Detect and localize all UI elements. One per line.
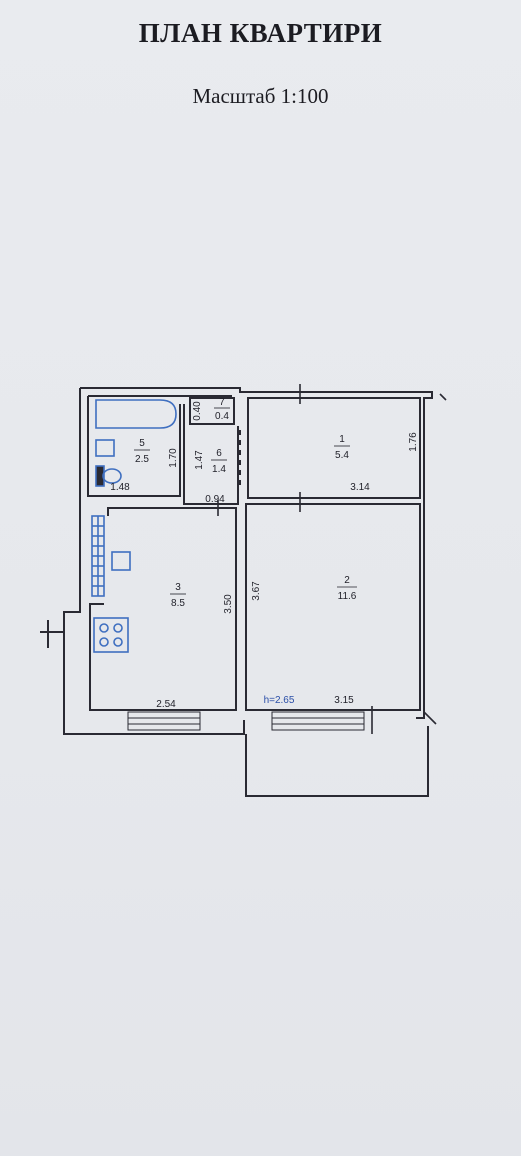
door-tick xyxy=(423,711,437,725)
ceiling-height-label: h=2.65 xyxy=(264,695,295,706)
door-marks xyxy=(217,384,447,734)
dim-1-47: 1.47 xyxy=(194,450,205,470)
dim-1-76: 1.76 xyxy=(408,432,419,452)
kitchen-sink-icon xyxy=(111,551,131,571)
room-1-number: 1 xyxy=(339,434,345,445)
room-labels: 1 5.4 2 11.6 3 8.5 5 2.5 6 1.4 7 0.4 xyxy=(134,397,357,609)
dim-0-94: 0.94 xyxy=(205,494,225,505)
room-7-outline xyxy=(189,397,235,425)
outer-wall-left xyxy=(63,388,245,735)
dim-3-67: 3.67 xyxy=(251,581,262,601)
room-3-outline xyxy=(89,507,237,711)
windows xyxy=(127,711,365,731)
room-2-outline xyxy=(245,503,421,711)
room-7-number: 7 xyxy=(219,397,225,408)
toilet-tank-icon xyxy=(95,465,105,487)
toilet-bowl-icon xyxy=(102,468,122,484)
outer-wall-top-right xyxy=(80,387,433,719)
room-7-area: 0.4 xyxy=(215,411,229,422)
scale-caption: Масштаб 1:100 xyxy=(192,84,329,108)
room-5-area: 2.5 xyxy=(135,454,149,465)
stove-icon xyxy=(93,617,129,653)
dim-1-48: 1.48 xyxy=(110,482,130,493)
window-kitchen xyxy=(127,711,201,731)
entrance-mark xyxy=(40,620,64,648)
room-6-outline xyxy=(183,404,239,505)
door-tick xyxy=(439,393,447,401)
room-1-area: 5.4 xyxy=(335,450,349,461)
dim-3-15: 3.15 xyxy=(334,695,354,706)
dim-1-70: 1.70 xyxy=(168,448,179,468)
window-room-2 xyxy=(271,711,365,731)
room-3-number: 3 xyxy=(175,582,181,593)
fixtures xyxy=(91,399,177,653)
dim-3-14: 3.14 xyxy=(350,482,370,493)
sink-icon xyxy=(95,439,115,457)
dim-0-40: 0.40 xyxy=(192,401,203,421)
page-title: ПЛАН КВАРТИРИ xyxy=(138,18,383,48)
room-6-area: 1.4 xyxy=(212,464,226,475)
room-1-outline xyxy=(247,397,421,499)
room-6-number: 6 xyxy=(216,448,222,459)
room-3-area: 8.5 xyxy=(171,598,185,609)
room-5-number: 5 xyxy=(139,438,145,449)
bathtub-icon xyxy=(95,399,177,429)
dim-2-54: 2.54 xyxy=(156,699,176,710)
bathroom-walls xyxy=(87,396,181,497)
room-2-area: 11.6 xyxy=(338,591,357,602)
room-2-number: 2 xyxy=(344,575,350,586)
walls xyxy=(40,387,433,797)
balcony-outline xyxy=(245,726,429,797)
dimension-labels: 0.40 1.70 1.47 1.76 3.14 1.48 0.94 3.50 … xyxy=(110,401,419,710)
dim-3-50: 3.50 xyxy=(223,594,234,614)
